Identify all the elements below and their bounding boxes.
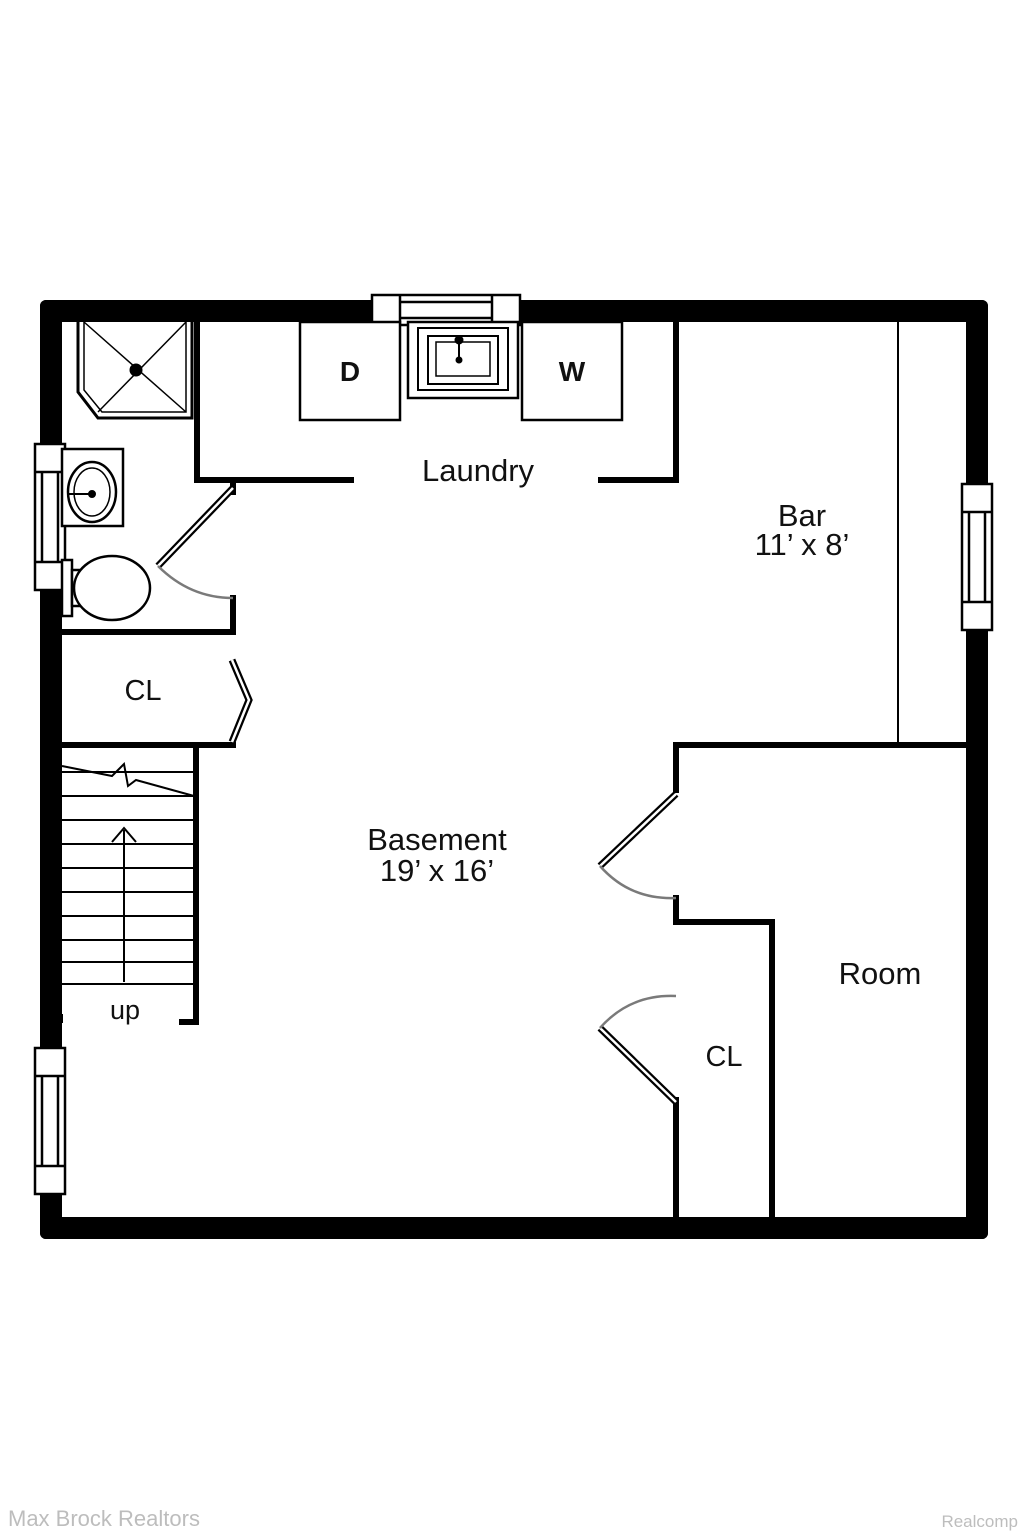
room-door	[597, 791, 679, 900]
dryer-label: D	[340, 356, 360, 387]
bar-label: Bar	[778, 498, 826, 533]
washer-label: W	[559, 356, 586, 387]
watermark-mls: Realcomp	[941, 1512, 1018, 1531]
doors	[155, 485, 679, 1105]
bathroom-fixtures	[60, 321, 194, 622]
watermark-brokerage: Max Brock Realtors	[8, 1506, 200, 1531]
windows	[33, 293, 994, 1196]
interior-walls	[59, 319, 969, 1220]
east-wall	[966, 300, 988, 1239]
closet-upper-label: CL	[124, 675, 161, 707]
closet-upper-bifold-door	[228, 658, 253, 744]
basement-label: Basement	[367, 822, 507, 857]
washer	[520, 320, 624, 422]
exterior-walls	[40, 300, 988, 1239]
room-labels: Laundry Bar 11’ x 8’ CL Basement 19’ x 1…	[110, 453, 921, 1073]
west-window-lower	[33, 1046, 67, 1196]
west-window-upper	[33, 442, 67, 592]
stairs-label: up	[110, 995, 140, 1025]
shower-stall	[76, 321, 194, 420]
south-wall	[40, 1217, 988, 1239]
laundry-appliances: D W	[298, 320, 624, 422]
room-label: Room	[839, 956, 922, 991]
stair-arrow-head	[111, 826, 137, 843]
bar-dimensions: 11’ x 8’	[755, 527, 850, 562]
north-window	[370, 293, 522, 327]
closet-lower-label: CL	[705, 1041, 742, 1073]
stair-break-line	[61, 761, 195, 797]
toilet	[60, 554, 152, 622]
basement-dimensions: 19’ x 16’	[380, 853, 494, 888]
bath-door	[155, 485, 236, 600]
laundry-sink	[406, 320, 520, 400]
dryer	[298, 320, 402, 422]
bathroom-sink	[60, 447, 125, 528]
staircase	[61, 761, 195, 985]
closet-lower-door	[597, 994, 679, 1105]
laundry-label: Laundry	[422, 453, 535, 488]
east-window	[960, 482, 994, 632]
